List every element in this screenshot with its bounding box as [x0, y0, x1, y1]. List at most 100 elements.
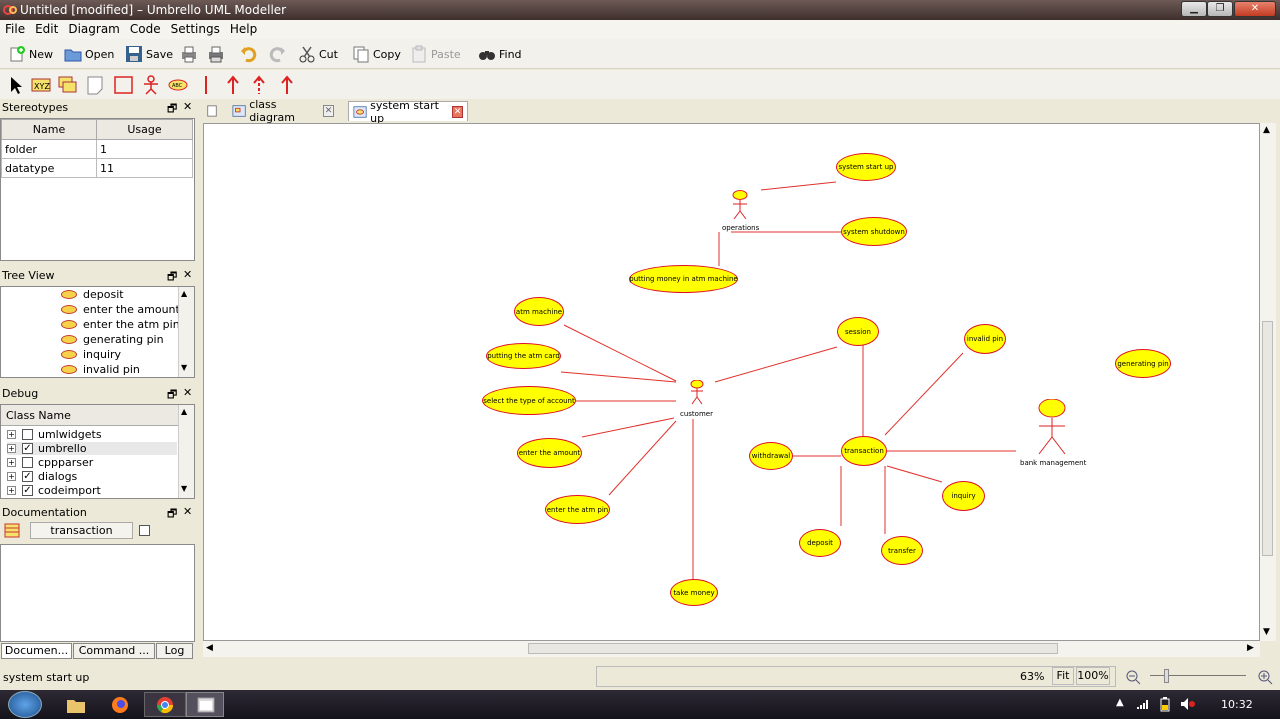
class-name-header[interactable]: Class Name — [1, 405, 178, 426]
close-window-button[interactable]: ✕ — [1234, 1, 1276, 17]
assoc-line[interactable] — [760, 181, 837, 191]
actor-bank-management[interactable] — [1036, 399, 1068, 457]
cut-button[interactable]: Cut — [298, 43, 338, 65]
fit-button[interactable]: Fit — [1052, 667, 1074, 685]
documentation-checkbox[interactable] — [139, 525, 150, 536]
maximize-button[interactable]: ❐ — [1207, 1, 1233, 17]
usecase-select-account-type[interactable]: select the type of account — [482, 386, 576, 415]
print-preview-button[interactable] — [207, 43, 228, 65]
box-icon[interactable] — [56, 74, 78, 96]
volume-muted-icon[interactable] — [1180, 697, 1196, 711]
assoc-line[interactable] — [884, 352, 964, 436]
debug-row[interactable]: +✓dialogs — [7, 470, 77, 483]
debug-row[interactable]: +cppparser — [7, 456, 93, 469]
actor-tool-icon[interactable] — [140, 74, 162, 96]
generalization-tool-icon[interactable] — [222, 74, 244, 96]
text-line-icon[interactable]: XYZ — [30, 74, 52, 96]
copy-button[interactable]: Copy — [352, 43, 401, 65]
actor-operations[interactable] — [730, 190, 750, 222]
minimize-button[interactable]: ▁ — [1181, 1, 1207, 17]
usecase-putting-money-in-atm[interactable]: putting money in atm machine — [629, 265, 738, 293]
assoc-line[interactable] — [581, 417, 675, 438]
tab-class-diagram[interactable]: class diagram ✕ — [228, 98, 338, 124]
tray-expand-icon[interactable]: ▲ — [1116, 697, 1124, 708]
checkbox[interactable] — [22, 429, 33, 440]
clock[interactable]: 10:32 — [1221, 698, 1253, 711]
usecase-system-start-up[interactable]: system start up — [836, 153, 896, 181]
undo-button[interactable] — [240, 43, 261, 65]
usecase-tool-icon[interactable]: ABC — [167, 74, 189, 96]
scroll-thumb[interactable] — [1262, 321, 1273, 556]
debug-row[interactable]: +✓codeimport — [7, 484, 101, 497]
expand-icon[interactable]: + — [7, 444, 16, 453]
tree-scrollbar[interactable]: ▲ ▼ — [178, 287, 194, 377]
zoom-slider[interactable] — [1150, 669, 1246, 683]
close-icon[interactable]: ✕ — [183, 268, 193, 281]
usecase-transaction[interactable]: transaction — [841, 436, 887, 466]
close-icon[interactable]: ✕ — [183, 505, 193, 518]
directional-association-icon[interactable] — [276, 74, 298, 96]
diagram-canvas[interactable]: operations customer bank management syst… — [203, 123, 1260, 641]
new-button[interactable]: New — [8, 43, 53, 65]
close-icon[interactable]: ✕ — [183, 386, 193, 399]
scroll-down-icon[interactable]: ▼ — [181, 363, 188, 372]
close-icon[interactable]: ✕ — [183, 100, 193, 113]
usecase-session[interactable]: session — [837, 317, 879, 346]
canvas-vertical-scrollbar[interactable]: ▲ ▼ — [1260, 123, 1276, 641]
menu-edit[interactable]: Edit — [35, 22, 59, 36]
canvas-horizontal-scrollbar[interactable]: ◀ ▶ — [203, 641, 1260, 657]
usecase-generating-pin[interactable]: generating pin — [1115, 349, 1171, 378]
firefox-icon[interactable] — [110, 695, 130, 715]
checkbox[interactable] — [22, 457, 33, 468]
menu-help[interactable]: Help — [229, 22, 258, 36]
usecase-putting-atm-card[interactable]: putting the atm card — [486, 343, 561, 369]
open-button[interactable]: Open — [64, 43, 114, 65]
col-name-header[interactable]: Name — [1, 119, 97, 140]
menu-file[interactable]: File — [5, 22, 26, 36]
menu-diagram[interactable]: Diagram — [68, 22, 120, 36]
scroll-thumb[interactable] — [528, 643, 1058, 654]
expand-icon[interactable]: + — [7, 430, 16, 439]
scroll-right-icon[interactable]: ▶ — [1247, 643, 1254, 653]
zoom-100-button[interactable]: 100% — [1076, 667, 1110, 685]
file-explorer-icon[interactable] — [66, 696, 86, 714]
paste-button[interactable]: Paste — [410, 43, 461, 65]
umbrello-taskbar-button[interactable] — [186, 692, 224, 717]
actor-customer[interactable] — [689, 380, 705, 406]
usecase-system-shutdown[interactable]: system shutdown — [841, 217, 907, 246]
scroll-up-icon[interactable]: ▲ — [1263, 125, 1270, 135]
association-tool-icon[interactable] — [195, 74, 217, 96]
expand-icon[interactable]: + — [7, 472, 16, 481]
usecase-enter-atm-pin[interactable]: enter the atm pin — [545, 495, 610, 524]
assoc-line[interactable] — [608, 420, 677, 496]
documentation-text-area[interactable] — [0, 544, 195, 642]
close-tab-icon[interactable]: ✕ — [323, 105, 334, 117]
assoc-line[interactable] — [563, 324, 677, 382]
dependency-tool-icon[interactable] — [248, 74, 270, 96]
select-arrow-icon[interactable] — [6, 74, 28, 96]
tree-item[interactable]: generating pin — [61, 333, 164, 346]
assoc-line[interactable] — [714, 346, 838, 383]
scroll-up-icon[interactable]: ▲ — [181, 407, 188, 416]
usecase-deposit[interactable]: deposit — [799, 529, 841, 557]
zoom-out-icon[interactable] — [1125, 669, 1141, 685]
table-row[interactable]: folder 1 — [1, 139, 193, 159]
battery-icon[interactable] — [1158, 696, 1172, 712]
tab-system-start-up[interactable]: system start up ✕ — [348, 99, 468, 125]
scroll-up-icon[interactable]: ▲ — [181, 289, 188, 298]
float-icon[interactable]: 🗗 — [167, 270, 178, 283]
float-icon[interactable]: 🗗 — [167, 388, 178, 401]
float-icon[interactable]: 🗗 — [167, 102, 178, 115]
tab-documentation[interactable]: Documen... — [1, 643, 72, 659]
checkbox[interactable]: ✓ — [22, 485, 33, 496]
save-button[interactable]: Save — [125, 43, 173, 65]
expand-icon[interactable]: + — [7, 458, 16, 467]
scroll-down-icon[interactable]: ▼ — [181, 484, 188, 493]
debug-row[interactable]: +✓umbrello — [7, 442, 177, 455]
redo-button[interactable] — [268, 43, 289, 65]
tree-item[interactable]: enter the atm pin — [61, 318, 180, 331]
chrome-taskbar-button[interactable] — [144, 692, 186, 717]
usecase-take-money[interactable]: take money — [670, 579, 718, 606]
table-row[interactable]: datatype 11 — [1, 158, 193, 178]
note-icon[interactable] — [84, 74, 106, 96]
